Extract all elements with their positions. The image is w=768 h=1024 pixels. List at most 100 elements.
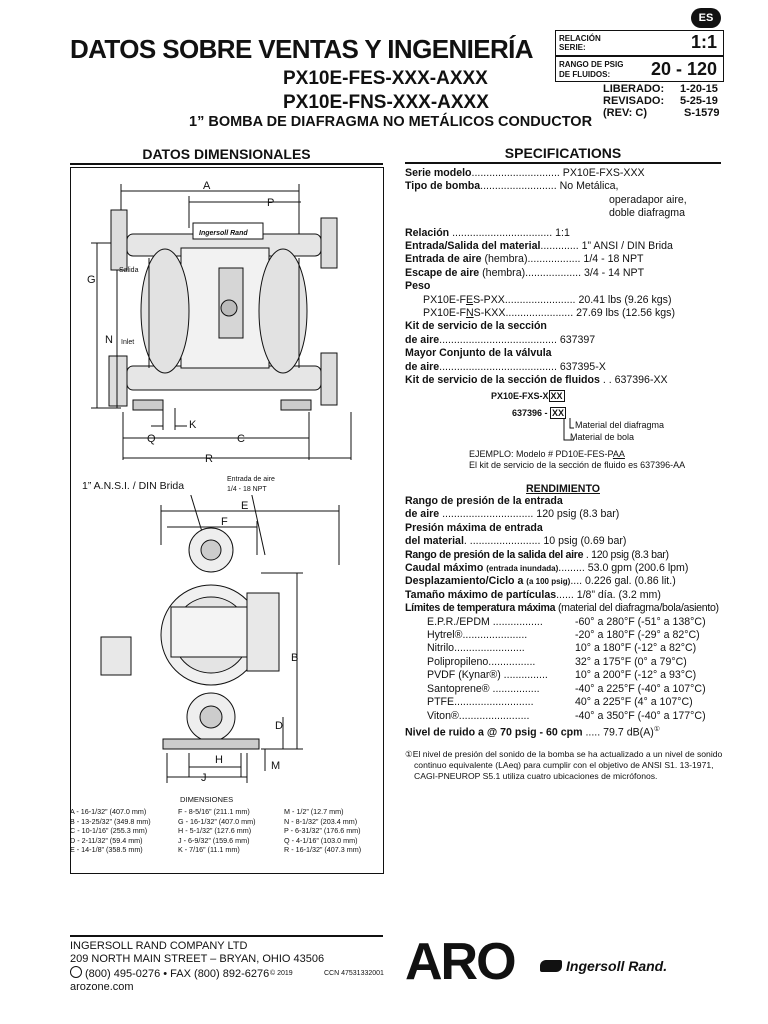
dim-label-m: M (271, 760, 280, 772)
perf-label: de aire (405, 508, 440, 521)
range-label-1: RANGO DE PSIG (559, 60, 624, 69)
dim-label-g: G (87, 274, 96, 286)
dimensional-heading: DATOS DIMENSIONALES (142, 146, 311, 162)
spec-label: Kit de servicio de la sección (405, 320, 547, 333)
spec-value: 1:1 (555, 226, 570, 239)
air-inlet-label-2: 1/4 - 18 NPT (227, 486, 267, 493)
spec-label: Mayor Conjunto de la válvula (405, 347, 552, 360)
code-box: XX (548, 390, 565, 402)
temp-value: -40° a 225°F (-40° a 107°C) (575, 682, 706, 695)
spec-value: doble diafragma (609, 207, 685, 220)
temp-name: Santoprene® (427, 682, 490, 695)
spec-value: 1/4 - 18 NPT (583, 253, 644, 266)
dim-label-n: N (105, 334, 113, 346)
dim-row: G - 16-1/32” (407.0 mm) (178, 816, 256, 826)
salida-label: Salida (119, 267, 139, 274)
dim-label-f: F (221, 516, 228, 528)
dimensional-heading-rule (70, 163, 383, 165)
dim-label-k: K (189, 419, 197, 431)
dim-row: Q - 4-1/16” (103.0 mm) (284, 835, 358, 845)
dim-row: E - 14-1/8” (358.5 mm) (70, 845, 143, 855)
rendimiento-section: RENDIMIENTO Rango de presión de la entra… (405, 483, 721, 740)
fluid-range-box: RANGO DE PSIG DE FLUIDOS: 20 - 120 (555, 56, 724, 82)
spec-label: Entrada/Salida del material (405, 240, 541, 253)
note-line: El nivel de presión del sonido de la bom… (412, 749, 723, 759)
example-text: EJEMPLO: Modelo # PD10E-FES-P (469, 449, 613, 459)
dim-label-q: Q (147, 433, 156, 445)
spec-value: No Metálica, (559, 180, 619, 193)
temp-name: PVDF (Kynar®) (427, 669, 501, 682)
ratio-box: RELACIÓN SERIE: 1:1 (555, 30, 724, 56)
revised-label: REVISADO: (603, 95, 665, 107)
spec-value: 3/4 - 14 NPT (584, 266, 645, 279)
spec-label: Kit de servicio de la sección de fluidos (405, 374, 600, 387)
dim-label-p: P (267, 197, 274, 209)
spec-label: PX10E-F (423, 307, 466, 320)
temp-name: Nitrilo (427, 642, 455, 655)
example-line-1: EJEMPLO: Modelo # PD10E-FES-PAA (469, 449, 625, 459)
released-label: LIBERADO: (603, 83, 665, 95)
dims-title: DIMENSIONES (180, 795, 234, 804)
dim-label-c: C (237, 433, 245, 445)
company-address: 209 NORTH MAIN STREET – BRYAN, OHIO 4350… (70, 953, 325, 965)
dim-row: B - 13-25/32” (349.8 mm) (70, 816, 151, 826)
spec-label: PX10E-F (423, 293, 466, 306)
language-badge: ES (691, 8, 721, 28)
temp-material: PTFE........................... (427, 696, 534, 709)
dim-label-b: B (291, 652, 298, 664)
temp-name: PTFE (427, 696, 455, 709)
ccn-number: CCN 47531332001 (324, 970, 384, 977)
perf-label: Desplazamiento/Ciclo a (405, 575, 524, 588)
footer-address-block: INGERSOLL RAND COMPANY LTD 209 NORTH MAI… (70, 940, 384, 994)
dim-label-r: R (205, 453, 213, 465)
specs-heading-rule (405, 162, 721, 164)
flange-label: 1” A.N.S.I. / DIN Brida (82, 480, 185, 492)
dim-row: P - 6-31/32” (176.6 mm) (284, 826, 361, 836)
spec-value: 637397 (559, 333, 596, 346)
spec-label: Peso (405, 280, 431, 293)
code-prefix: PX10E-FXS-X (491, 391, 549, 401)
dims-col-2: F - 8-5/16” (211.1 mm) G - 16-1/32” (407… (178, 807, 256, 855)
temp-value: -60° a 280°F (-51° a 138°C) (575, 615, 706, 628)
doc-number: S-1579 (684, 107, 720, 119)
code-ball-label: Material de bola (570, 432, 635, 442)
code-leader-lines (563, 418, 574, 441)
note-line: continuo equivalente (LAeq) para cumplir… (414, 760, 714, 770)
dim-row: A - 16-1/32” (407.0 mm) (70, 807, 147, 816)
rendimiento-heading: RENDIMIENTO (526, 483, 600, 495)
temp-material: Nitrilo........................ (427, 642, 525, 655)
ingersoll-rand-logo: Ingersoll Rand. (540, 958, 667, 974)
perf-label: Nivel de ruido a @ 70 psig - 60 cpm (405, 726, 583, 739)
perf-note: (entrada inundada) (486, 564, 559, 574)
temp-value: 40° a 225°F (4° a 107°C) (575, 696, 693, 709)
range-value: 20 - 120 (650, 59, 717, 79)
pump-brand-label: Ingersoll Rand (199, 230, 248, 237)
model-number-1: PX10E-FES-XXX-AXXX (283, 68, 488, 89)
released-value: 1-20-15 (680, 83, 718, 95)
spec-label: S-KXX (473, 307, 506, 320)
spec-label: Serie modelo (405, 167, 472, 179)
spec-label: de aire (405, 333, 440, 346)
temp-name: Viton® (427, 709, 459, 722)
dims-col-3: M - 1/2” (12.7 mm) N - 8-1/32” (203.4 mm… (284, 807, 361, 855)
company-phone: (800) 495-0276 • FAX (800) 892-6276 (85, 968, 270, 980)
code-diaphragm-label: Material del diafragma (575, 420, 665, 430)
temp-value: 32° a 175°F (0° a 79°C) (575, 655, 687, 668)
temp-value: 10° a 200°F (-12° a 93°C) (575, 669, 697, 682)
note-line: CAGI-PNEUROP S5.1 utiliza cuatro ubicaci… (414, 771, 658, 781)
perf-value: 0.226 gal. (0.86 lit.) (585, 575, 676, 588)
code-line-2: 637396 - XX (512, 407, 567, 419)
rev-label: (REV: C) (603, 107, 647, 119)
perf-note: (material del diafragma/bola/asiento) (557, 602, 719, 615)
ratio-label-1: RELACIÓN (559, 34, 601, 43)
dim-label-d: D (275, 720, 283, 732)
perf-label: Rango de presión de la entrada (405, 495, 563, 507)
drawing-frame (70, 167, 384, 874)
dim-row: K - 7/16” (11.1 mm) (178, 845, 240, 855)
phone-icon (70, 966, 82, 978)
website-link[interactable]: arozone.com (70, 981, 134, 993)
spec-label: Tipo de bomba (405, 180, 481, 193)
air-inlet-label-1: Entrada de aire (227, 476, 275, 483)
spec-value: 20.41 lbs (9.26 kgs) (578, 293, 672, 306)
example-text: AA (612, 449, 625, 459)
